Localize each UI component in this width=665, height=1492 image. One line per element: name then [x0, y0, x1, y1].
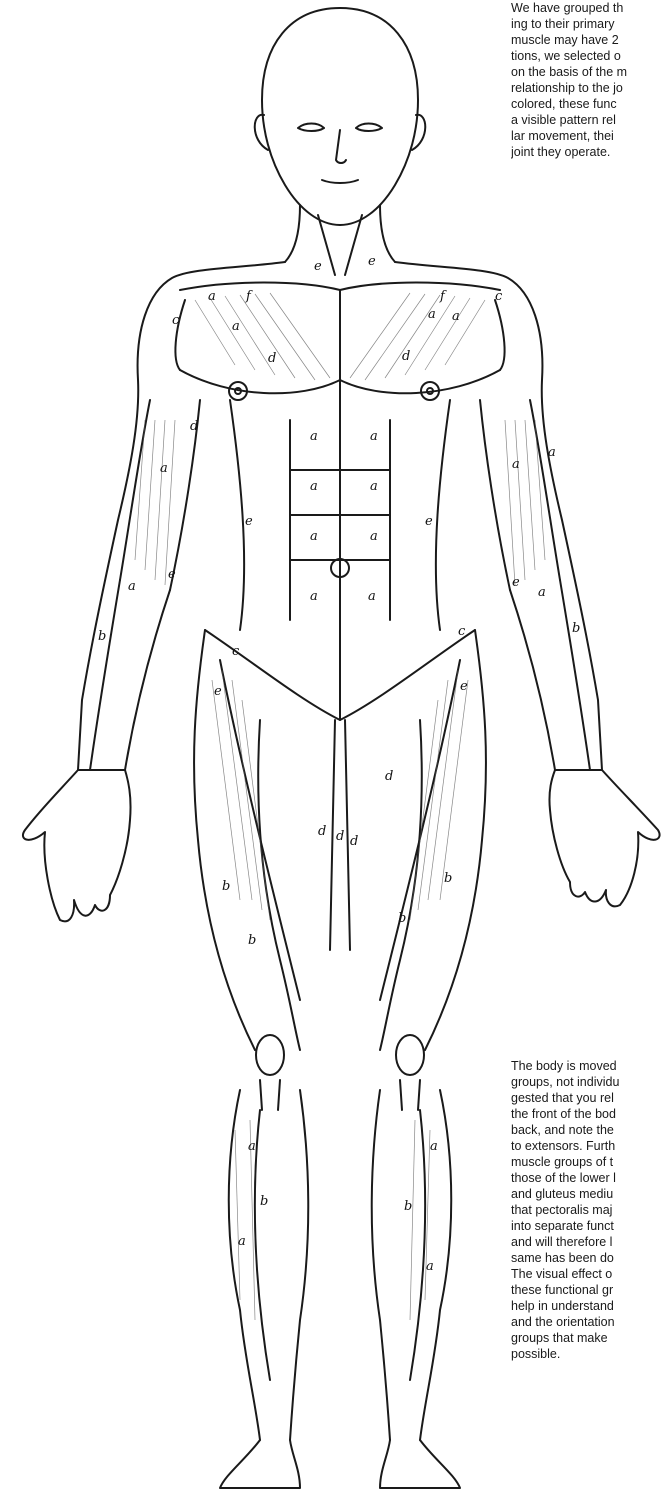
- thigh-left: [194, 630, 300, 1050]
- muscle-label-inner-d2: d: [350, 834, 358, 849]
- muscle-label-pec-r-d: d: [402, 349, 410, 364]
- pectoral-left: [180, 283, 340, 394]
- muscle-label-pec-l-d: d: [268, 351, 276, 366]
- forearm-right: [510, 580, 590, 770]
- muscle-label-trap-l: f: [245, 289, 253, 304]
- muscle-label-shin-l-b: b: [260, 1194, 268, 1209]
- muscle-label-thigh-r-b2: b: [398, 911, 406, 926]
- muscle-label-thigh-l-b2: b: [248, 933, 256, 948]
- muscle-label-forearm-l-b: b: [98, 629, 106, 644]
- muscle-label-hip-r-e: e: [460, 679, 468, 694]
- muscle-label-thigh-r-d: d: [385, 769, 393, 784]
- muscle-label-forearm-r-b: b: [572, 621, 580, 636]
- muscle-label-arm-l-e: e: [245, 514, 253, 529]
- muscle-label-shin-l-a: a: [248, 1139, 256, 1154]
- neck-left: [285, 205, 300, 262]
- muscle-label-shin-r-a2: a: [426, 1259, 434, 1274]
- muscle-label-abs-6: a: [370, 529, 378, 544]
- muscle-label-thigh-r-b: b: [444, 871, 452, 886]
- thigh-right: [380, 630, 486, 1050]
- muscle-label-arm-r-a: a: [512, 457, 520, 472]
- nose: [336, 130, 346, 163]
- muscle-label-forearm-l-e: e: [168, 567, 176, 582]
- forearm-left: [90, 580, 170, 770]
- muscle-label-hip-l-c: c: [232, 644, 240, 659]
- muscle-label-chest-r-a: a: [428, 307, 436, 322]
- muscle-label-neck-l: e: [314, 259, 322, 274]
- muscle-label-delt-r-c: c: [495, 289, 503, 304]
- head-outline: [262, 8, 418, 225]
- kneecap-right: [396, 1035, 424, 1075]
- hand-right: [549, 770, 659, 906]
- muscle-label-arm-l-d: d: [190, 419, 198, 434]
- foot-right: [380, 1440, 460, 1488]
- muscle-label-hip-r-c: c: [458, 624, 466, 639]
- muscle-label-forearm-l-a: a: [128, 579, 136, 594]
- muscle-label-arm-r-e: e: [425, 514, 433, 529]
- foot-left: [220, 1440, 300, 1488]
- muscle-label-hip-l-e: e: [214, 684, 222, 699]
- muscle-label-arm-l-a: a: [160, 461, 168, 476]
- muscle-label-arm-r-a-out: a: [548, 445, 556, 460]
- muscle-label-abs-3: a: [310, 479, 318, 494]
- muscle-label-thigh-l-d: d: [318, 824, 326, 839]
- hand-left: [23, 770, 131, 921]
- right-ear: [412, 115, 425, 150]
- muscle-label-forearm-r-a: a: [538, 585, 546, 600]
- kneecap-left: [256, 1035, 284, 1075]
- muscle-label-abs-4: a: [370, 479, 378, 494]
- muscle-label-abs-5: a: [310, 529, 318, 544]
- pectoral-right: [340, 283, 500, 394]
- neck-right: [380, 205, 395, 262]
- muscle-label-trap-r: f: [439, 289, 447, 304]
- muscle-label-forearm-r-e: e: [512, 575, 520, 590]
- muscle-label-neck-r: e: [368, 254, 376, 269]
- muscle-label-abs-2: a: [370, 429, 378, 444]
- right-eye: [356, 124, 382, 132]
- muscle-label-abs-8: a: [368, 589, 376, 604]
- muscle-label-shin-l-a2: a: [238, 1234, 246, 1249]
- muscle-label-delt-r-a: a: [452, 309, 460, 324]
- muscle-label-shin-r-a: a: [430, 1139, 438, 1154]
- left-eye: [298, 124, 324, 132]
- mouth: [322, 180, 358, 183]
- muscle-label-abs-1: a: [310, 429, 318, 444]
- muscle-label-chest-l-a: a: [232, 319, 240, 334]
- lower-leg-left: [229, 1090, 309, 1440]
- muscle-label-delt-l-a: a: [208, 289, 216, 304]
- left-ear: [255, 115, 268, 150]
- muscle-label-inner-d1: d: [336, 829, 344, 844]
- muscle-label-abs-7: a: [310, 589, 318, 604]
- muscle-label-shin-r-b: b: [404, 1199, 412, 1214]
- muscle-label-delt-l-c: c: [172, 313, 180, 328]
- muscle-label-thigh-l-b: b: [222, 879, 230, 894]
